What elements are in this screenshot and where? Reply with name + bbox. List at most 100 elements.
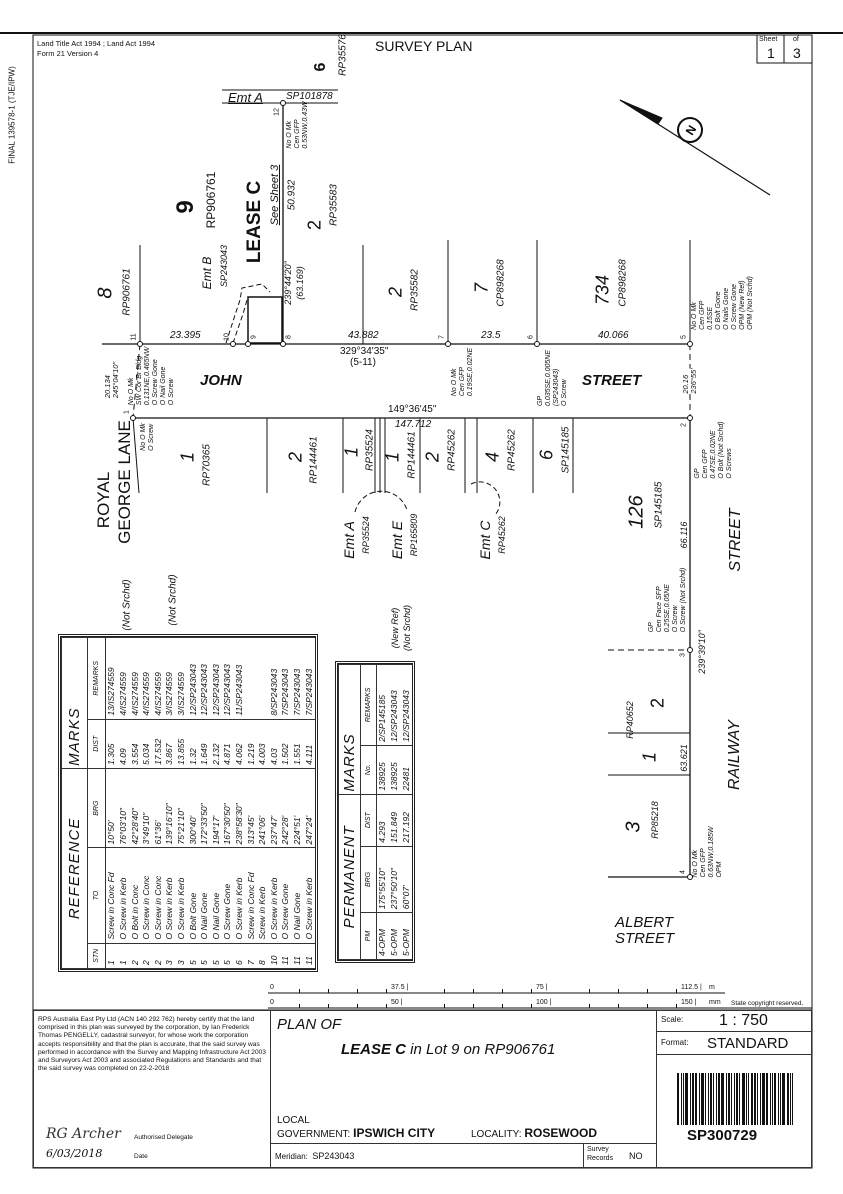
barcode-bar [683,1073,684,1125]
plan-frame [32,34,813,1169]
survey-records-label: Survey Records [587,1146,614,1162]
ref-cell: 224°51' [291,768,304,848]
ref-cell: 4/IS274559 [152,637,165,720]
ref-cell: 1 [105,943,118,969]
ref-cell: O Bolt Gone [187,847,199,944]
ref-cell: 194°17' [210,768,223,848]
scale-tick [444,989,445,993]
scale-tick [676,1004,677,1008]
ref-cell: 4.111 [303,719,315,769]
barcode-bar [757,1073,758,1125]
lot-1-rp35524-plan: RP35524 [364,429,376,471]
lot-9-plan: RP906761 [204,171,218,229]
ref-cell: 241°06' [256,768,269,848]
ref-cell: 6 [233,943,246,969]
ref-cell: 1.649 [198,719,211,769]
ref-cell: Screw in Conc Fd [105,847,118,944]
scale-tick [647,1004,648,1008]
station-5: 5 [680,335,688,339]
ref-cell: 10 [268,943,281,969]
distance-23-5: 23.5 [481,330,501,341]
lot-2-north-plan: RP35583 [328,184,340,226]
barcode-bar [718,1073,720,1125]
ref-cell: 8 [256,943,269,969]
lot-8-number: 8 [94,287,117,299]
lot-734-plan: CP898268 [617,259,629,307]
copyright-note: State copyright reserved. [731,1000,804,1007]
surveyor-certificate: RPS Australia East Pty Ltd (ACN 140 292 … [38,1016,266,1073]
barcode-bar [701,1073,704,1125]
barcode-bar [760,1073,761,1125]
lot-2-north-number: 2 [304,219,325,231]
station-2: 2 [680,423,688,427]
pm-cell: 175°55'10" [376,846,389,913]
lot-6-number: 6 [312,62,329,72]
ref-cell: O Screw Gone [222,847,234,944]
ref-cell: 11/SP243043 [233,637,246,720]
plan-description: LEASE C in Lot 9 on RP906761 [341,1041,556,1058]
ref-cell: 2 [140,943,153,969]
barcode-bar [792,1073,793,1125]
emt-a-label: Emt A [341,521,357,559]
distance-147712: 147.712 [395,419,432,430]
scale-tick-label: 50 | [391,999,403,1006]
bearing-329-34-35: 329°34'35" [340,346,389,357]
ref-cell: 10°50' [105,768,118,848]
ref-cell: 11 [291,943,304,969]
ref-cell: 2 [129,943,141,969]
ref-cell: 1 [117,943,130,969]
ref-cell: 300°40' [187,768,199,848]
scale-field: Scale: 1 : 750 [656,1010,812,1032]
john-street-label: JOHN [200,372,242,389]
pm-column-header: PM [360,912,377,960]
ref-cell: 7/SP243043 [303,637,315,720]
ref-cell: 2 [152,943,165,969]
emt-b-boundary [225,283,271,344]
locality-field: LOCALITY: ROSEWOOD [471,1126,598,1140]
pm-title-2: MARKS [338,664,361,795]
lot-1-rp40652-number: 1 [639,751,660,763]
ref-cell: 12/SP243043 [210,637,223,720]
barcode-bar [778,1073,779,1125]
lot-1-rp70365-plan: RP70365 [201,444,213,486]
meridian-field: Meridian: SP243043 [275,1151,355,1161]
scale-value: 1 : 750 [719,1012,768,1029]
barcode-bar [762,1073,765,1125]
scale-tick-label: 100 | [536,999,552,1006]
station-3: 3 [679,653,687,657]
ref-cell: 1.551 [291,719,304,769]
ref-cell: 75°21'10" [175,768,188,848]
pm-cell: 138925 [388,745,401,795]
of-label: of [793,36,799,43]
scale-tick [386,989,387,993]
distance-23395: 23.395 [170,330,201,341]
barcode-bar [728,1073,730,1125]
ref-cell: 76°03'10" [117,768,130,848]
scale-unit: mm [709,999,721,1006]
plan-title-panel: PLAN OF LEASE C in Lot 9 on RP906761 LOC… [270,1010,657,1168]
barcode-bar [692,1073,694,1125]
plan-number-panel: SP300729 [656,1054,812,1168]
scale-tick [502,989,503,993]
ref-cell: 3/IS274559 [164,637,176,720]
lease-see-sheet: See Sheet 3 [269,164,281,226]
survey-records-value: NO [629,1151,643,1161]
ref-cell: 5 [187,943,199,969]
ref-cell: 11 [303,943,315,969]
lot-2-rp45262-number: 2 [422,451,443,463]
lease-c-label: LEASE C [244,180,265,264]
barcode-bar [770,1073,771,1125]
distance-43882: 43.882 [348,330,379,341]
royal-label: ROYAL [94,471,113,529]
emt-c-plan: RP45262 [497,516,507,554]
lot-2-rp144461-plan: RP144461 [308,436,320,484]
